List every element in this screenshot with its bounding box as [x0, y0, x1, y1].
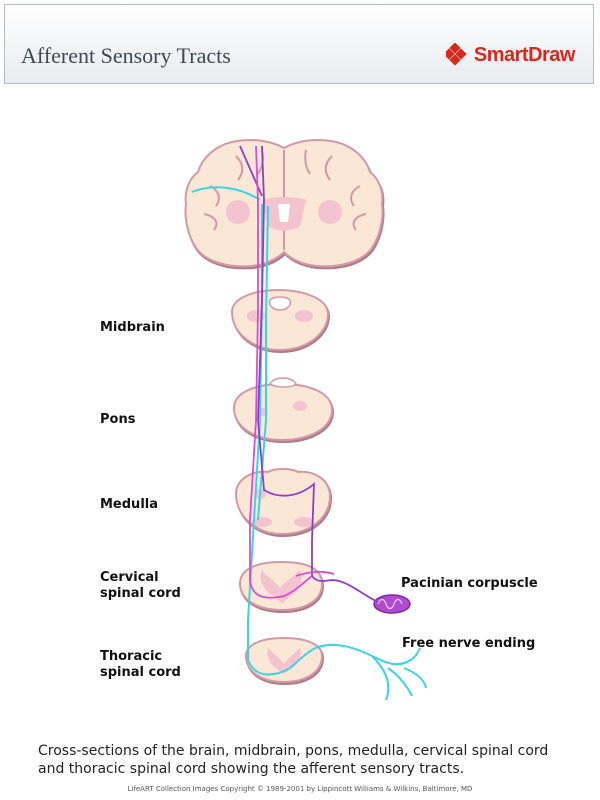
- pacinian-corpuscle: [373, 594, 411, 614]
- label-pons: Pons: [100, 412, 136, 427]
- smartdraw-diamond-icon: [445, 43, 467, 66]
- brain-section: [184, 139, 384, 268]
- logo-text: SmartDraw: [473, 43, 576, 66]
- label-free-nerve-ending: Free nerve ending: [402, 636, 536, 651]
- label-midbrain: Midbrain: [100, 320, 165, 335]
- label-cervical-spinal-cord: Cervical spinal cord: [100, 570, 181, 601]
- label-thoracic-spinal-cord: Thoracic spinal cord: [100, 649, 181, 680]
- copyright-credit: LifeART Collection Images Copyright © 19…: [127, 785, 473, 793]
- cervical-cord-section: [238, 560, 324, 612]
- figure-caption: Cross-sections of the brain, midbrain, p…: [38, 743, 549, 777]
- midbrain-section: [230, 288, 330, 352]
- page-title: Afferent Sensory Tracts: [21, 43, 231, 68]
- header-bar: Afferent Sensory Tracts SmartDraw: [4, 4, 594, 84]
- medulla-section: [234, 468, 332, 536]
- thoracic-cord-section: [244, 636, 324, 684]
- purple-sensory-tract: [239, 145, 379, 603]
- label-medulla: Medulla: [100, 497, 158, 512]
- smartdraw-logo: SmartDraw: [445, 43, 576, 67]
- magenta-sensory-tract: [249, 145, 335, 599]
- pons-section: [232, 377, 334, 442]
- label-pacinian-corpuscle: Pacinian corpuscle: [401, 576, 538, 591]
